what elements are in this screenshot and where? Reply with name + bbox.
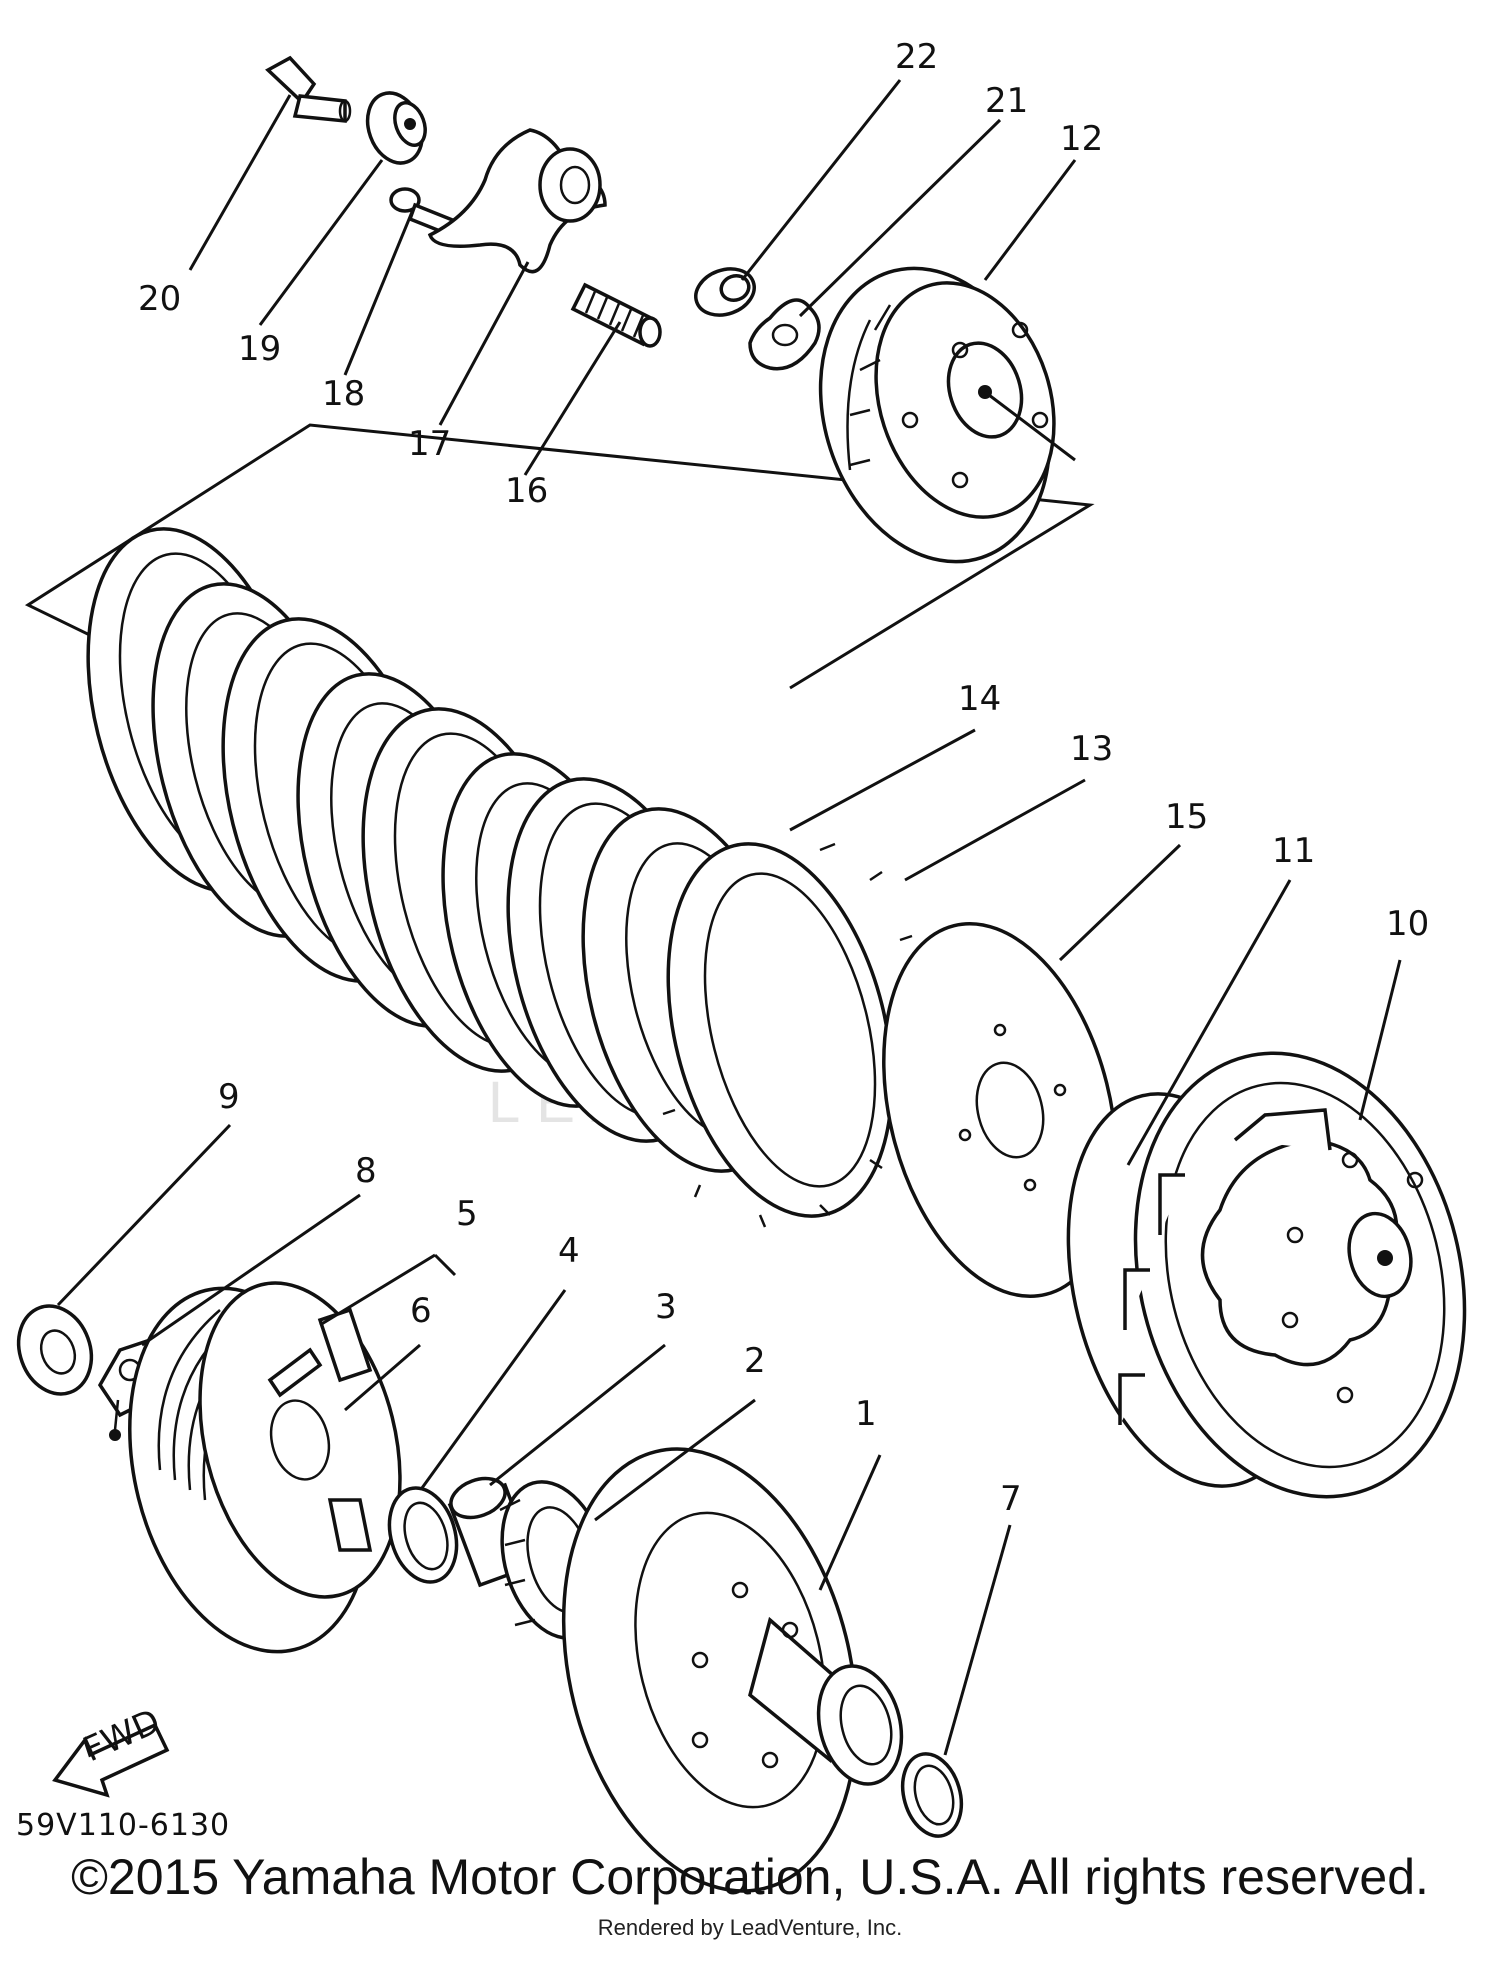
callout-19: 19 <box>238 329 281 369</box>
part-17-push-plate <box>427 128 607 274</box>
callout-8: 8 <box>355 1151 377 1191</box>
part-12-axis-line <box>984 390 1076 462</box>
part-19-bearing <box>365 91 427 165</box>
callout-22: 22 <box>895 37 938 77</box>
callout-9: 9 <box>218 1077 240 1117</box>
part-1-primary-drive <box>561 1447 904 1893</box>
callout-11: 11 <box>1272 831 1315 871</box>
callout-3: 3 <box>655 1287 677 1327</box>
callout-5: 5 <box>456 1194 478 1234</box>
callout-13: 13 <box>1070 729 1113 769</box>
callout-6: 6 <box>410 1291 432 1331</box>
fwd-arrow: FWD <box>52 1701 170 1798</box>
part-6-clutch-shoe-spring <box>267 1347 323 1398</box>
callout-14: 14 <box>958 679 1001 719</box>
part-16-spring <box>570 282 662 348</box>
callout-20: 20 <box>138 279 181 319</box>
part-21-lock-washer <box>748 298 821 371</box>
callout-1: 1 <box>855 1394 877 1434</box>
part-4-washer <box>387 1486 459 1584</box>
part-22-nut <box>694 267 756 317</box>
part-7-washer <box>900 1752 964 1838</box>
part-12-clutch-boss <box>818 266 1056 564</box>
callout-labels: 1 2 3 4 5 6 7 8 9 10 11 12 13 14 15 16 1… <box>138 37 1429 1519</box>
callout-10: 10 <box>1386 904 1429 944</box>
callout-4: 4 <box>558 1231 580 1271</box>
callout-21: 21 <box>985 81 1028 121</box>
rendered-by-notice: Rendered by LeadVenture, Inc. <box>597 1915 903 1940</box>
part-9-washer <box>16 1304 94 1396</box>
copyright-notice: ©2015 Yamaha Motor Corporation, U.S.A. A… <box>71 1849 1429 1905</box>
leader-lines <box>56 79 1402 1756</box>
callout-16: 16 <box>505 471 548 511</box>
callout-12: 12 <box>1060 119 1103 159</box>
group-bracket <box>24 423 1095 690</box>
drawing-code: 59V110-6130 <box>16 1808 231 1843</box>
callout-2: 2 <box>744 1341 766 1381</box>
part-5-centrifugal-clutch-assy <box>128 1281 402 1654</box>
callout-7: 7 <box>1000 1479 1022 1519</box>
callout-17: 17 <box>408 424 451 464</box>
callout-18: 18 <box>322 374 365 414</box>
callout-15: 15 <box>1165 797 1208 837</box>
part-20-bolt <box>265 55 352 123</box>
part-15-pressure-plate <box>882 921 1118 1299</box>
part-10-clutch-housing <box>1066 1051 1467 1499</box>
